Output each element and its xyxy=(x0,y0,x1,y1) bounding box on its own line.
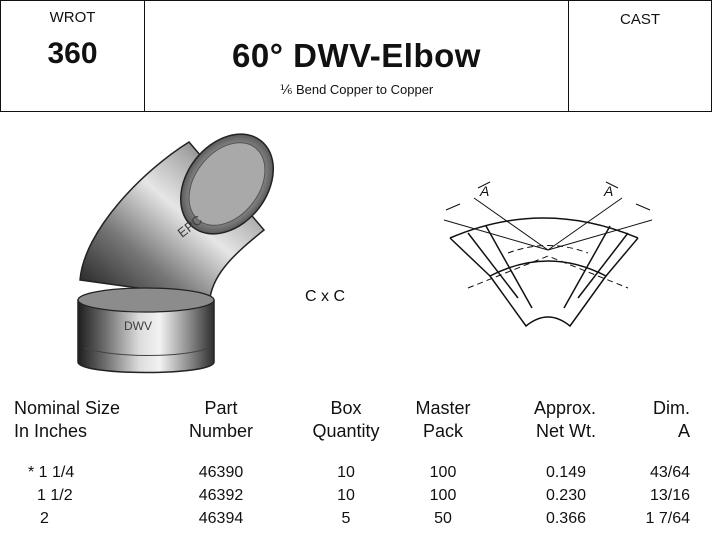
col-header-part: Part Number xyxy=(188,398,254,441)
row-part: 46394 xyxy=(198,510,244,527)
row-pack: 100 xyxy=(429,464,457,481)
wrot-label: WROT xyxy=(49,9,96,26)
row-dim: 13/16 xyxy=(649,487,690,504)
row-pack: 100 xyxy=(429,487,457,504)
row-box: 10 xyxy=(337,487,355,504)
header-right-cell: CAST xyxy=(569,1,711,111)
header-table: WROT 360 60° DWV-Elbow ⅙ Bend Copper to … xyxy=(0,0,712,112)
row-box: 5 xyxy=(341,510,351,527)
row-weight: 0.230 xyxy=(545,487,586,504)
col-header-dim: Dim. A xyxy=(653,398,690,441)
row-dim: 1 7/64 xyxy=(645,510,690,527)
row-size: 1 1/2 xyxy=(37,487,73,504)
row-dim: 43/64 xyxy=(649,464,690,481)
dim-label-left: A xyxy=(479,183,489,199)
row-box: 10 xyxy=(337,464,355,481)
row-pack: 50 xyxy=(434,510,452,527)
elbow-mark-bottom: DWV xyxy=(124,319,152,333)
row-part: 46392 xyxy=(198,487,244,504)
row-part: 46390 xyxy=(198,464,244,481)
elbow-dimension-diagram: A A xyxy=(443,181,653,328)
product-number: 360 xyxy=(47,37,98,70)
connection-type: C x C xyxy=(305,288,345,305)
row-size: * 1 1/4 xyxy=(28,464,75,481)
col-header-box: Box Quantity xyxy=(312,398,380,441)
row-weight: 0.366 xyxy=(545,510,586,527)
page-title: 60° DWV-Elbow xyxy=(232,37,481,74)
col-header-size: Nominal Size In Inches xyxy=(14,398,121,441)
header-left-cell: WROT 360 xyxy=(1,1,145,111)
header-title-cell: 60° DWV-Elbow ⅙ Bend Copper to Copper xyxy=(145,1,569,111)
elbow-photo: EPC DWV xyxy=(77,133,274,374)
row-weight: 0.149 xyxy=(545,464,586,481)
col-header-weight: Approx. Net Wt. xyxy=(533,398,596,441)
col-header-pack: Master Pack xyxy=(415,398,471,441)
page-subtitle: ⅙ Bend Copper to Copper xyxy=(279,82,434,97)
dim-label-right: A xyxy=(603,183,613,199)
row-size: 2 xyxy=(40,510,49,527)
cast-label: CAST xyxy=(619,11,660,28)
